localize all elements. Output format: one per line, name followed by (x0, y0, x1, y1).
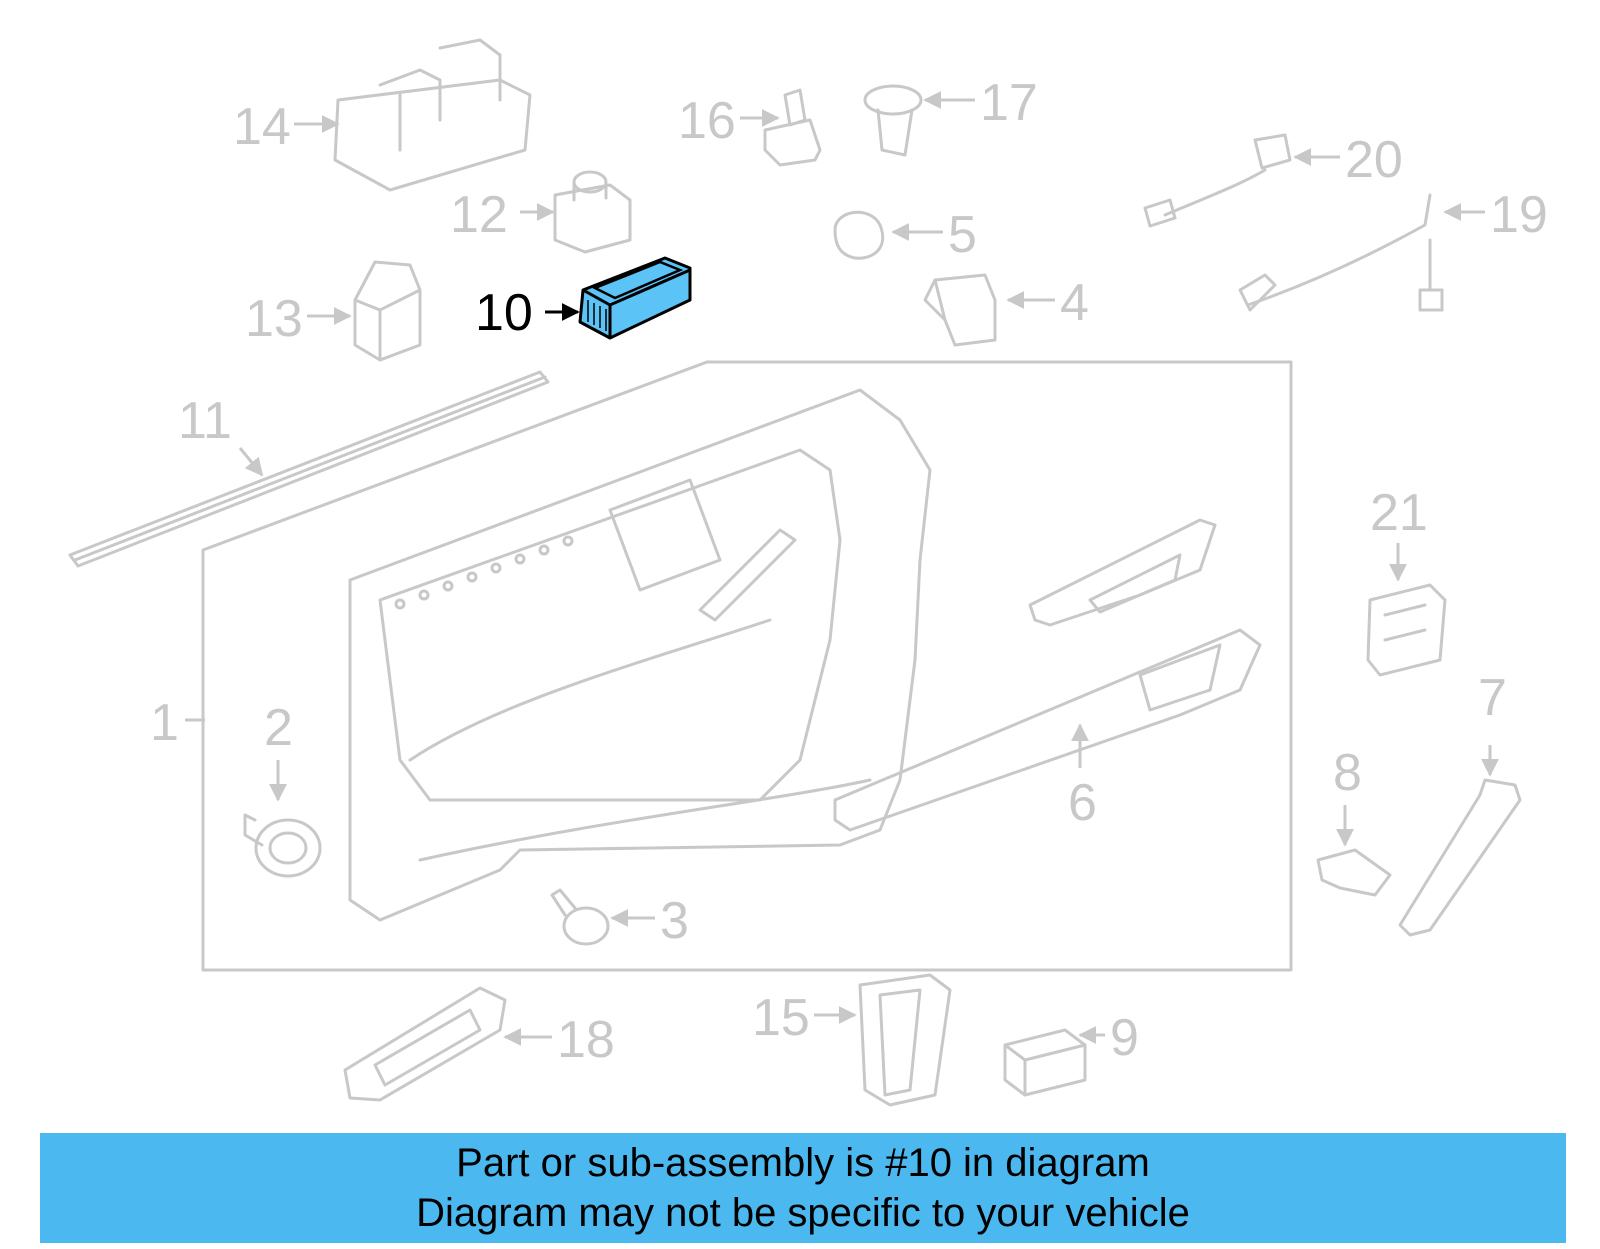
callout-14: 14 (233, 98, 291, 156)
part-21-switch-module (1366, 583, 1447, 677)
banner-line-1: Part or sub-assembly is #10 in diagram (456, 1141, 1150, 1185)
leader-lines (185, 91, 1499, 1046)
callout-12: 12 (450, 186, 508, 244)
part-19-cable (1238, 193, 1444, 312)
callout-2: 2 (264, 699, 293, 757)
callout-1: 1 (150, 694, 179, 752)
callout-11: 11 (178, 392, 232, 450)
door-handle-trim (1028, 518, 1217, 627)
part-20-harness (1143, 133, 1292, 228)
part-11-weatherstrip (68, 370, 550, 568)
panel-dots (394, 535, 574, 610)
part-2-clip (243, 813, 322, 878)
callout-5: 5 (948, 206, 977, 264)
callout-18: 18 (557, 1011, 615, 1069)
callout-4: 4 (1060, 274, 1089, 332)
part-8-pad (1316, 848, 1392, 897)
callout-19: 19 (1490, 186, 1548, 244)
part-18-handle-bezel (343, 986, 507, 1102)
callout-7: 7 (1478, 669, 1507, 727)
part-5-clip (833, 210, 885, 260)
callout-8: 8 (1333, 744, 1362, 802)
callout-10: 10 (475, 284, 533, 342)
callout-9: 9 (1110, 1009, 1139, 1067)
callout-16: 16 (678, 92, 736, 150)
part-10-window-switch-highlighted (578, 256, 692, 340)
callout-3: 3 (660, 892, 689, 950)
part-14-switch-block (333, 38, 532, 192)
part-15-switch (858, 973, 952, 1107)
part-9-switch (1003, 1028, 1087, 1097)
callout-17: 17 (980, 74, 1038, 132)
part-7-trim-strip (1398, 778, 1522, 937)
part-3-fastener (550, 888, 610, 946)
part-1-door-panel (201, 360, 1293, 972)
callout-20: 20 (1345, 131, 1403, 189)
part-13-switch (353, 260, 422, 362)
callout-13: 13 (245, 290, 303, 348)
part-6-trim (833, 628, 1262, 832)
banner-line-2: Diagram may not be specific to your vehi… (416, 1191, 1190, 1235)
part-16-sensor (763, 88, 822, 167)
callout-21: 21 (1370, 484, 1428, 542)
callout-6: 6 (1068, 774, 1097, 832)
part-4-clip (923, 273, 997, 347)
info-banner: Part or sub-assembly is #10 in diagram D… (40, 1133, 1566, 1243)
part-12-knob (553, 170, 632, 254)
callout-15: 15 (752, 989, 810, 1047)
part-17-grommet (863, 84, 923, 157)
callout-labels: 1 2 3 4 5 6 7 8 9 10 11 12 13 14 15 16 1… (150, 74, 1548, 1069)
